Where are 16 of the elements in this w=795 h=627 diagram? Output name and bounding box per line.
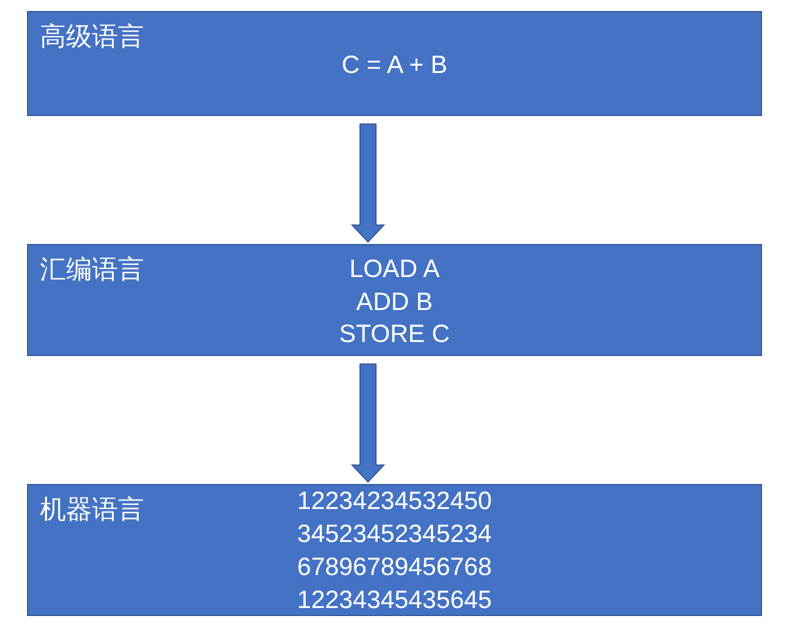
box-title: 机器语言	[40, 494, 144, 524]
layer-box	[27, 244, 762, 356]
code-line: C = A + B	[342, 50, 448, 81]
code-line: STORE C	[339, 319, 450, 350]
code-line: LOAD A	[349, 254, 440, 285]
layer-box	[27, 484, 762, 616]
code-line: 34523452345234	[297, 519, 492, 550]
code-line: 67896789456768	[297, 552, 492, 583]
code-line: 12234234532450	[297, 486, 492, 517]
code-line: ADD B	[356, 286, 433, 318]
box-title: 高级语言	[40, 21, 144, 51]
arrow	[350, 124, 386, 243]
box-title: 汇编语言	[40, 254, 144, 284]
code-line: 12234345435645	[297, 585, 492, 616]
layer-box	[27, 11, 762, 116]
arrow	[350, 364, 386, 483]
